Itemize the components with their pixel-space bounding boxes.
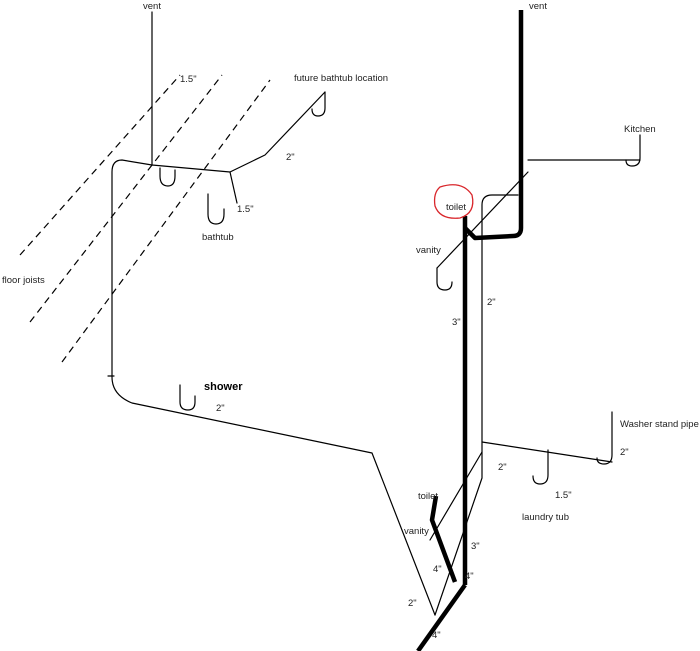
vanity-upper-trap	[436, 267, 453, 291]
lower-toilet-branch	[429, 495, 458, 583]
laundry-tub-label: laundry tub	[522, 512, 569, 523]
lower-vanity-branch	[429, 451, 483, 541]
bathtub-trap	[207, 193, 225, 225]
pipe-size-right-2: 2"	[487, 297, 496, 308]
pipe-size-bottom-2: 2"	[408, 598, 417, 609]
pipe-size-lower-3: 3"	[471, 541, 480, 552]
right-drain-system	[429, 134, 641, 616]
floor-joists-label: floor joists	[2, 275, 45, 286]
future-bathtub-label: future bathtub location	[294, 73, 388, 84]
pipe-size-laundry-2: 2"	[498, 462, 507, 473]
vent-label-right: vent	[529, 1, 547, 12]
floor-joist-3	[61, 79, 271, 363]
left-upper-branch	[151, 91, 326, 173]
floor-joist-2	[29, 74, 223, 323]
pipe-size-4-b: 4"	[465, 571, 474, 582]
pipe-size-bottom-4: 4"	[432, 630, 441, 641]
washer-label: Washer stand pipe	[620, 419, 699, 430]
pipe-size-shower-2: 2"	[216, 403, 225, 414]
pipe-size-washer-2: 2"	[620, 447, 629, 458]
kitchen-label: Kitchen	[624, 124, 656, 135]
main-stack	[416, 10, 524, 651]
bathtub-label: bathtub	[202, 232, 234, 243]
floor-joist-1	[19, 74, 181, 256]
laundry-trap	[532, 449, 549, 485]
pipe-size-laundry-1-5: 1.5"	[555, 490, 572, 501]
pipe-size-top-1-5: 1.5"	[180, 74, 197, 85]
main-4in-drain	[416, 583, 467, 651]
pipe-size-upper-3: 3"	[452, 317, 461, 328]
left-drain-system	[107, 11, 436, 616]
main-vent-stack	[463, 10, 524, 241]
pipe-size-4-a: 4"	[433, 564, 442, 575]
toilet-lower-label: toilet	[418, 491, 438, 502]
tub-branch	[229, 171, 238, 204]
future-bathtub-trap	[311, 91, 326, 117]
pipe-size-bathtub-1-5: 1.5"	[237, 204, 254, 215]
right-2in-line	[434, 194, 519, 616]
washer-trap	[596, 411, 613, 465]
toilet-highlight-circle	[433, 184, 474, 219]
shower-trap	[179, 384, 196, 411]
vanity-upper-label: vanity	[416, 245, 441, 256]
vanity-lower-label: vanity	[404, 526, 429, 537]
left-horizontal-branch	[111, 159, 436, 616]
trap-top	[159, 167, 176, 187]
pipe-size-top-2: 2"	[286, 152, 295, 163]
washer-branch	[481, 441, 613, 463]
vent-label-left: vent	[143, 1, 161, 12]
floor-joists	[19, 74, 271, 363]
shower-label: shower	[204, 381, 243, 393]
toilet-upper-label: toilet	[446, 202, 466, 213]
kitchen-trap	[625, 134, 641, 167]
